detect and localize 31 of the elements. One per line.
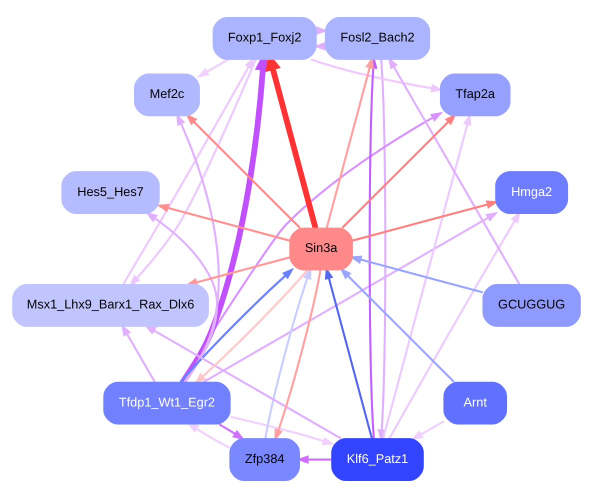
- arrow: [230, 416, 335, 446]
- node-box: Hmga2: [495, 171, 568, 214]
- arrow: [194, 269, 308, 384]
- arrow: [410, 420, 444, 440]
- arrow: [341, 113, 457, 229]
- node-box: Klf6_Patz1: [331, 438, 424, 481]
- node-box: Tfap2a: [440, 73, 511, 116]
- arrow: [340, 268, 455, 383]
- arrow: [180, 268, 294, 383]
- arrow: [388, 210, 521, 440]
- node-box: GCUGGUG: [482, 284, 581, 327]
- node-box: Msx1_Lhx9_Barx1_Rax_Dlx6: [12, 284, 209, 327]
- node-box: Mef2c: [134, 73, 200, 116]
- arrow: [264, 267, 312, 439]
- arrow: [324, 266, 373, 439]
- arrow: [202, 212, 498, 384]
- arrow: [179, 112, 443, 383]
- arrow: [196, 58, 229, 78]
- node-box: Hes5_Hes7: [61, 171, 160, 214]
- arrow: [145, 212, 218, 383]
- arrow: [382, 113, 472, 439]
- arrow: [218, 423, 245, 440]
- node-box: Zfp384: [229, 438, 300, 481]
- arrow: [352, 200, 499, 242]
- arrow: [176, 113, 220, 383]
- arrow: [156, 204, 290, 242]
- node-box: Tfdp1_Wt1_Egr2: [103, 382, 231, 425]
- arrow: [186, 422, 230, 449]
- node-box: Arnt: [443, 382, 508, 425]
- node-box: Sin3a: [289, 228, 353, 270]
- arrow: [186, 113, 301, 229]
